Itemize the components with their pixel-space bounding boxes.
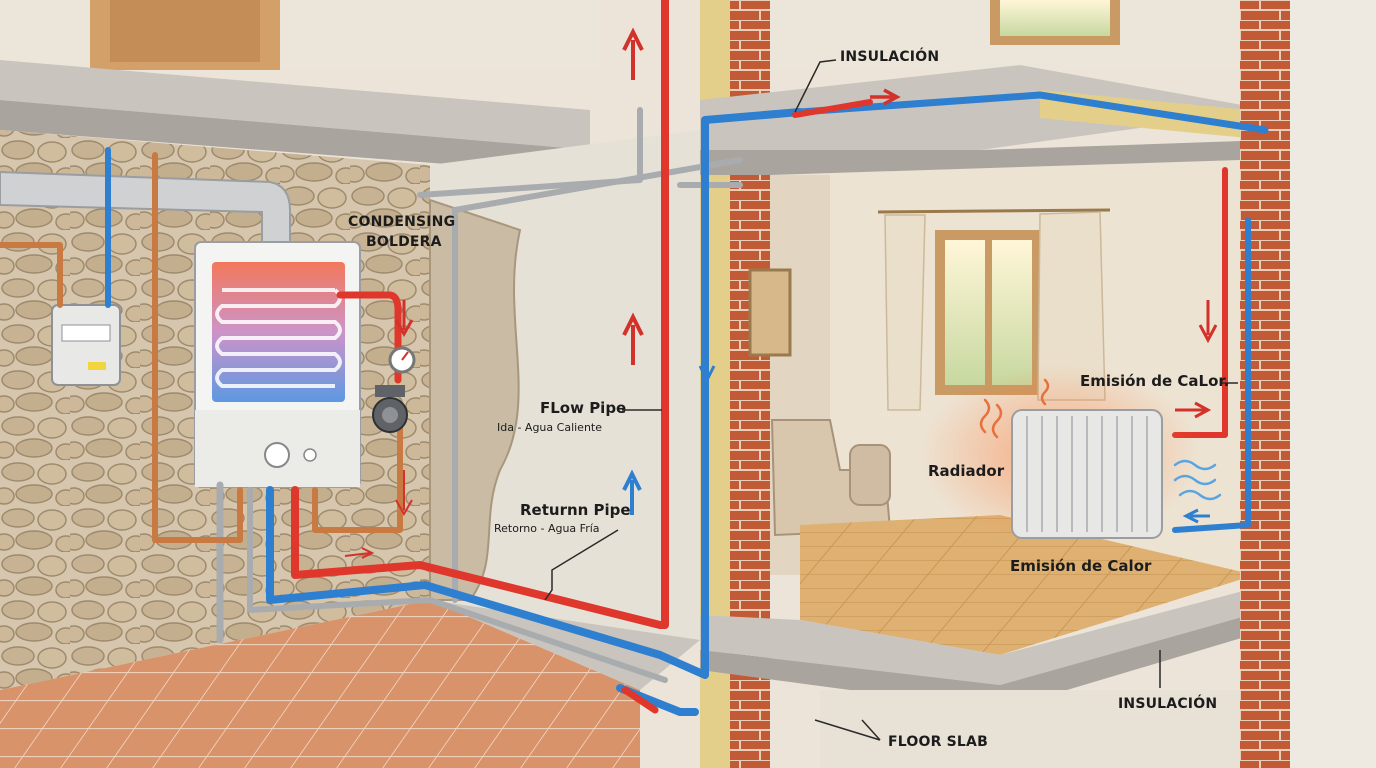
circulation-pump-icon	[373, 385, 407, 432]
boiler-label-line2: BOLDERA	[366, 234, 442, 250]
return-pipe-label: Returnn Pipe	[520, 501, 631, 519]
radiator	[920, 365, 1200, 545]
upper-left-room	[0, 0, 600, 70]
boiler-label-line1: CONDENSING	[348, 214, 455, 230]
floor-slab-label: FLOOR SLAB	[888, 734, 988, 750]
heat-emission-upper-label: Emisión de CaLor.	[1080, 372, 1229, 390]
gas-meter-icon	[52, 305, 120, 385]
insulation-bottom-label: INSULACIÓN	[1118, 694, 1217, 712]
radiator-label: Radiador	[928, 462, 1005, 480]
return-pipe-sublabel: Retorno - Agua Fría	[494, 522, 600, 535]
flow-pipe-label: FLow Pipe	[540, 399, 626, 417]
pressure-gauge-icon	[390, 348, 414, 372]
flow-pipe-sublabel: Ida - Agua Caliente	[497, 421, 602, 434]
curtain-left	[885, 215, 925, 410]
insulation-top-label: INSULACIÓN	[840, 47, 939, 65]
wall-picture	[750, 270, 790, 355]
heat-emission-lower-label: Emisión de Calor	[1010, 557, 1152, 575]
